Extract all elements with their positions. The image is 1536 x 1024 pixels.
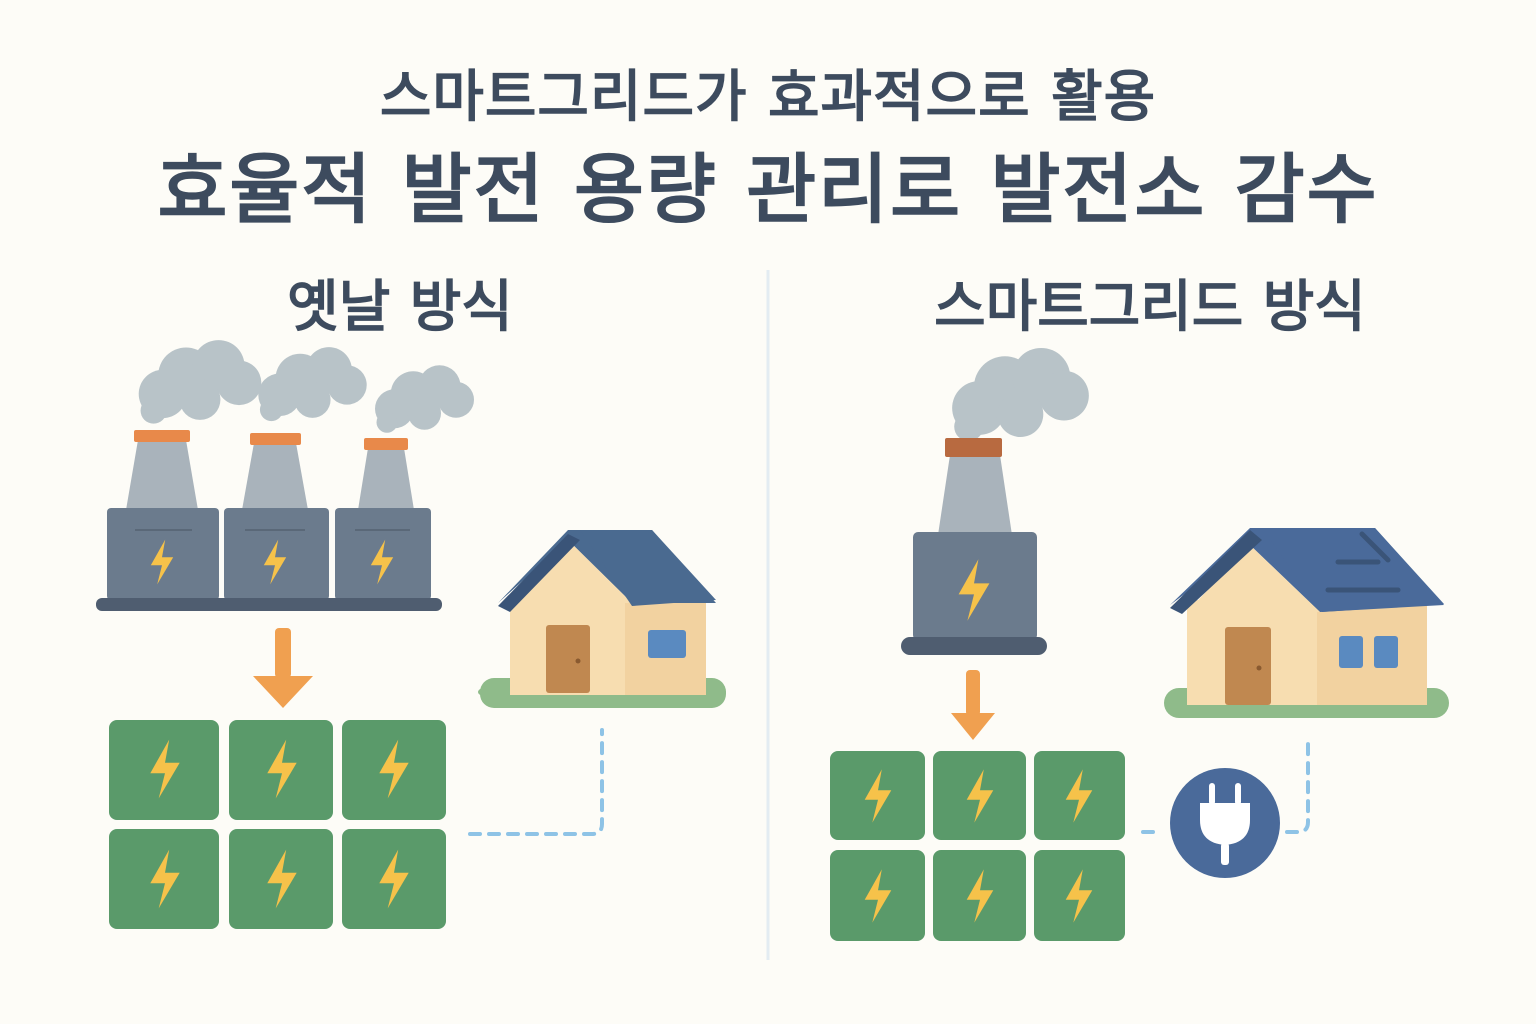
energy-storage-grid — [109, 720, 446, 929]
smoke-cloud-icon — [258, 347, 366, 421]
arrow-down-icon — [951, 670, 995, 740]
power-plant-icon — [107, 508, 219, 600]
smoke-cloud-icon — [375, 365, 474, 433]
chimney-icon — [358, 438, 414, 510]
house-icon — [478, 530, 726, 708]
chimney-icon — [126, 430, 198, 510]
door-icon — [1225, 627, 1271, 705]
power-plant-icon — [224, 508, 329, 600]
chimney-icon — [938, 438, 1012, 535]
smoke-cloud-icon — [952, 348, 1089, 441]
smoke-cloud-icon — [139, 340, 262, 424]
power-line-dashed — [470, 730, 602, 834]
energy-storage-grid — [830, 751, 1125, 941]
chimney-icon — [242, 433, 308, 510]
smart-power-plant-group — [901, 348, 1089, 655]
window-icon — [1374, 636, 1398, 668]
arrow-down-icon — [253, 628, 313, 708]
window-icon — [1339, 636, 1363, 668]
power-line-dashed — [1287, 740, 1308, 832]
plant-base — [901, 637, 1047, 655]
power-plant-icon — [335, 508, 431, 600]
window-icon — [648, 630, 686, 658]
old-power-plant-group — [96, 340, 474, 611]
house-icon — [1164, 528, 1449, 718]
plug-icon — [1170, 768, 1280, 878]
door-icon — [546, 625, 590, 693]
plant-base — [96, 598, 442, 611]
